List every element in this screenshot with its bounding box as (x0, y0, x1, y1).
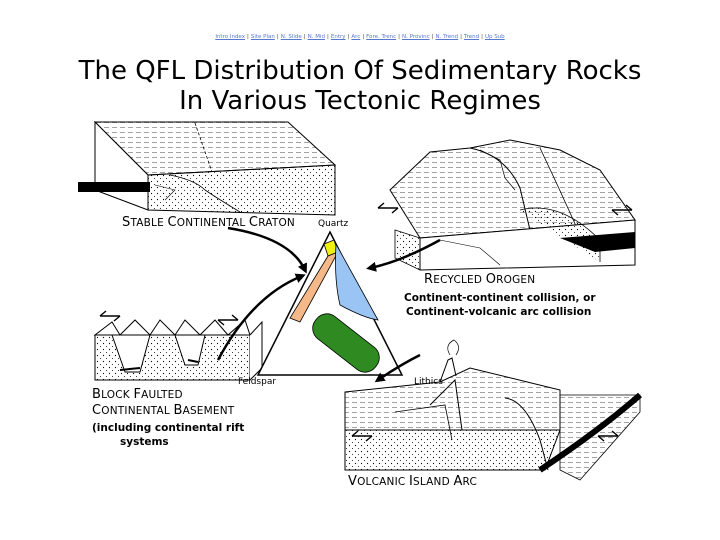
field-stable-craton (289, 251, 339, 323)
title-line-2: In Various Tectonic Regimes (179, 86, 541, 116)
arrow-arc-to-field (374, 353, 421, 383)
label-block-faulted: BLOCK FAULTED (92, 387, 183, 402)
apex-lithics-label: Lithics (414, 377, 443, 387)
nav-link[interactable]: Site Plan (250, 34, 275, 40)
nav-link[interactable]: N. Mid (307, 34, 326, 40)
field-volcanic-arc (312, 313, 380, 373)
orogen-description-line-1: Continent-continent collision, or (404, 292, 596, 304)
nav-separator: | (327, 34, 329, 40)
block-description-line-1: (including continental rift (92, 422, 245, 434)
apex-quartz-label: Quartz (318, 219, 349, 229)
nav-link[interactable]: Trend (464, 34, 480, 40)
orogen-block-illustration (377, 139, 636, 271)
navigation-bar: Intro Index|Site Plan|N. Slide|N. Mid|En… (0, 33, 720, 41)
nav-separator: | (303, 34, 306, 40)
nav-link[interactable]: Up Sub (484, 34, 505, 40)
qfl-ternary-diagram (256, 230, 404, 376)
nav-link[interactable]: N. Slide (280, 34, 302, 40)
nav-link[interactable]: Intro Index (215, 34, 245, 40)
nav-link[interactable]: Entry (330, 34, 346, 40)
label-stable-continental-craton: STABLE CONTINENTAL CRATON (122, 215, 295, 230)
block-description-line-2: systems (120, 436, 169, 448)
label-recycled-orogen: RECYCLED OROGEN (424, 272, 536, 287)
apex-feldspar-label: Feldspar (238, 377, 277, 387)
arrow-orogen-to-field (366, 238, 441, 272)
nav-separator: | (431, 34, 434, 40)
nav-separator: | (276, 34, 279, 40)
nav-separator: | (246, 34, 249, 40)
convergence-arrow-icon (597, 430, 619, 442)
arrow-block-to-field (216, 273, 306, 361)
nav-link[interactable]: Fore. Trenc (366, 34, 397, 40)
nav-separator: | (481, 34, 483, 40)
arrow-craton-to-field (227, 226, 307, 274)
block-faulted-illustration (93, 310, 263, 381)
nav-separator: | (398, 34, 400, 40)
label-continental-basement: CONTINENTAL BASEMENT (92, 403, 235, 418)
nav-separator: | (460, 34, 463, 40)
label-volcanic-island-arc: VOLCANIC ISLAND ARC (348, 474, 478, 489)
volcanic-arc-illustration (344, 339, 642, 481)
nav-link[interactable]: N. Provinc (401, 34, 430, 40)
nav-link[interactable]: Arc (351, 34, 361, 40)
orogen-description-line-2: Continent-volcanic arc collision (406, 306, 592, 318)
nav-link[interactable]: N. Trend (435, 34, 459, 40)
connector-arrows (216, 226, 441, 383)
extension-arrow-icon (99, 310, 121, 322)
nav-separator: | (362, 34, 365, 40)
extension-arrow-icon (217, 314, 239, 326)
convergence-arrow-icon (351, 430, 373, 442)
title-line-1: The QFL Distribution Of Sedimentary Rock… (78, 56, 642, 86)
plate-motion-arrow-icon (377, 202, 399, 214)
nav-separator: | (347, 34, 350, 40)
craton-block-illustration (78, 120, 337, 216)
plate-motion-arrow-icon (611, 204, 633, 216)
field-recycled-orogen (335, 242, 379, 321)
provenance-fields (289, 239, 380, 373)
